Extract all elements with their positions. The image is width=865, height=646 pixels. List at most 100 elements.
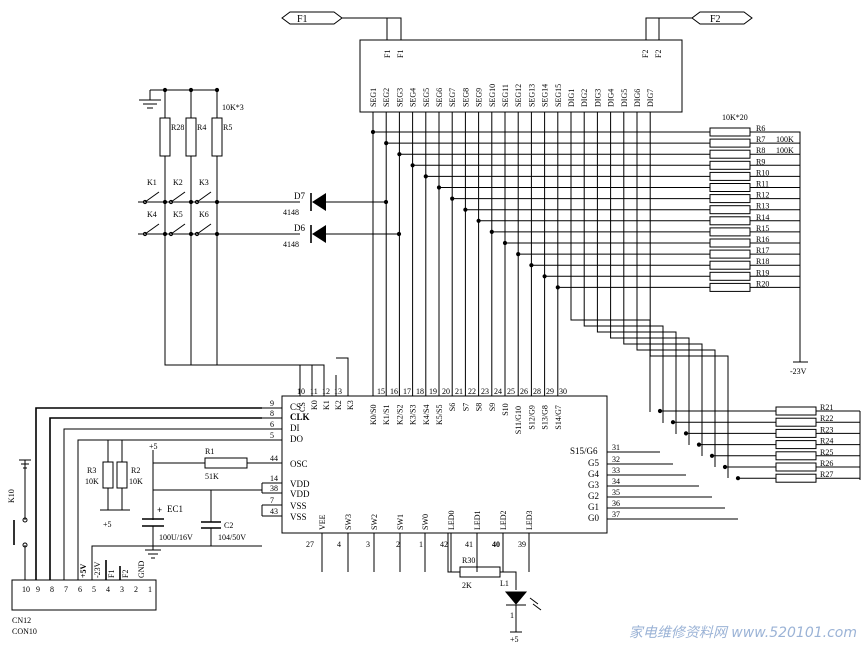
ic-bottom-label-sw2: SW2: [370, 514, 379, 530]
ic-top-pin-num: 18: [416, 387, 424, 396]
led-circuit: R30 2K L1 1 +5: [447, 533, 542, 644]
ic-bottom-pin-num: 4: [337, 540, 341, 549]
key-dot: [188, 231, 194, 237]
vfd-pin-seg11: SEG11: [501, 84, 510, 107]
res-label-r24: R24: [820, 437, 833, 446]
ic-top-label: S14/G7: [554, 405, 563, 429]
res-label-r18: R18: [756, 257, 769, 266]
ic-top-label: S8: [475, 403, 484, 411]
key-k5: K5: [173, 210, 183, 219]
res-r26: [775, 462, 817, 472]
res-r23: [775, 428, 817, 438]
diode-name: D6: [294, 223, 305, 233]
vfd-pin-seg2: SEG2: [382, 88, 391, 107]
ic-right-pin-num: 36: [612, 499, 620, 508]
ic-top-pin-num: 25: [507, 387, 515, 396]
vfd-pin-dig2: DIG2: [580, 89, 589, 107]
key-k1: K1: [147, 178, 157, 187]
key-dot: [214, 199, 220, 205]
right-res-dot: [722, 464, 728, 470]
connector-body: [11, 579, 157, 611]
connector-pin-num: 1: [148, 585, 152, 594]
key-res-top-dot: [188, 87, 194, 93]
res-label-r11: R11: [756, 180, 769, 189]
right-res-dot: [735, 476, 741, 481]
ic-right-label-g1: G1: [588, 502, 599, 512]
vfd-pin-seg9: SEG9: [475, 88, 484, 107]
diode-dot: [383, 199, 389, 205]
ic-bottom-pins: 27VEE4SW33SW22SW11SW042LED041LED140LED23…: [306, 510, 534, 572]
clk-wire: [49, 417, 262, 580]
res-label-r9: R9: [756, 157, 765, 166]
f1-flag-label: F1: [297, 14, 308, 25]
osc-res-name: R1: [205, 447, 214, 456]
ic-right-pin-num: 32: [612, 455, 620, 464]
vfd-bus-lines: [370, 112, 729, 478]
ic-left-label-cs: CS: [290, 402, 301, 412]
res-r12: [709, 194, 751, 204]
neg-supply-label: -23V: [790, 367, 807, 376]
res-label-r8: R8: [756, 146, 765, 155]
ic-right-label-g4: G4: [588, 469, 599, 479]
ic-right-label-g0: G0: [588, 513, 599, 523]
plus5-top: +5: [149, 442, 158, 451]
right-res-dot: [670, 420, 676, 425]
right-res-dot: [696, 442, 702, 447]
ic-left-label-vdd: VDD: [290, 479, 310, 489]
right-res-dot: [657, 408, 663, 414]
ic-top-label: S10: [501, 403, 510, 415]
ic-right-pin-num: 33: [612, 466, 620, 475]
svg-text:+: +: [157, 505, 162, 515]
ic-bottom-label-led3: LED3: [525, 510, 534, 530]
ic-top-pin-num: 11: [310, 387, 318, 396]
ic-left-pin-num: 8: [270, 409, 274, 418]
key-res-r28: [159, 117, 171, 157]
res-label-r10: R10: [756, 168, 769, 177]
res-r9: [709, 160, 751, 170]
connector-pin-label: F2: [121, 570, 130, 578]
ic-bottom-label-sw3: SW3: [344, 514, 353, 530]
ic-top-pin-num: 23: [481, 387, 489, 396]
res-label-r13: R13: [756, 202, 769, 211]
res-label-r23: R23: [820, 425, 833, 434]
vfd-pin-seg3: SEG3: [395, 88, 404, 107]
ic-top-label: K2/S2: [395, 405, 404, 425]
res-label-r6: R6: [756, 124, 765, 133]
connector-pin-label: -23V: [93, 561, 102, 578]
res-r18: [709, 260, 751, 270]
diode-dot: [396, 231, 402, 237]
diode-part: 4148: [283, 240, 299, 249]
res-r14: [709, 216, 751, 226]
f2-flag-label: F2: [710, 14, 721, 25]
aux-wires: [105, 560, 121, 580]
res-r27: [775, 473, 817, 483]
vfd-pin-seg8: SEG8: [461, 88, 470, 107]
ic-top-label: K5/S5: [435, 405, 444, 425]
r30-name: R30: [462, 556, 475, 565]
key-k3: K3: [199, 178, 209, 187]
ic-top-label: S11/G10: [514, 406, 523, 434]
res-label-r25: R25: [820, 448, 833, 457]
ic-top-label: S7: [461, 403, 470, 411]
res-array-common: [750, 131, 801, 362]
key-k4: K4: [147, 210, 157, 219]
res-label-r16: R16: [756, 235, 769, 244]
ic-top-label: S6: [448, 403, 457, 411]
do-wire: [77, 439, 262, 580]
ic-top-pin-num: 26: [520, 387, 528, 396]
res-label-r19: R19: [756, 268, 769, 277]
right-res-dot: [683, 431, 689, 436]
connector-alias: CON10: [12, 627, 37, 636]
ic-bottom-label-led2: LED2: [499, 510, 508, 530]
diode-d7: [312, 193, 326, 211]
res-r16: [709, 238, 751, 248]
connector-pin-num: 2: [134, 585, 138, 594]
vfd-pin-seg12: SEG12: [514, 84, 523, 107]
vfd-pin-f1a: F1: [383, 50, 392, 58]
diode-d6: [312, 225, 326, 243]
plus5v-wire: [91, 545, 153, 580]
ic-top-label: K0/S0: [369, 405, 378, 425]
led-pin: 1: [510, 611, 514, 620]
